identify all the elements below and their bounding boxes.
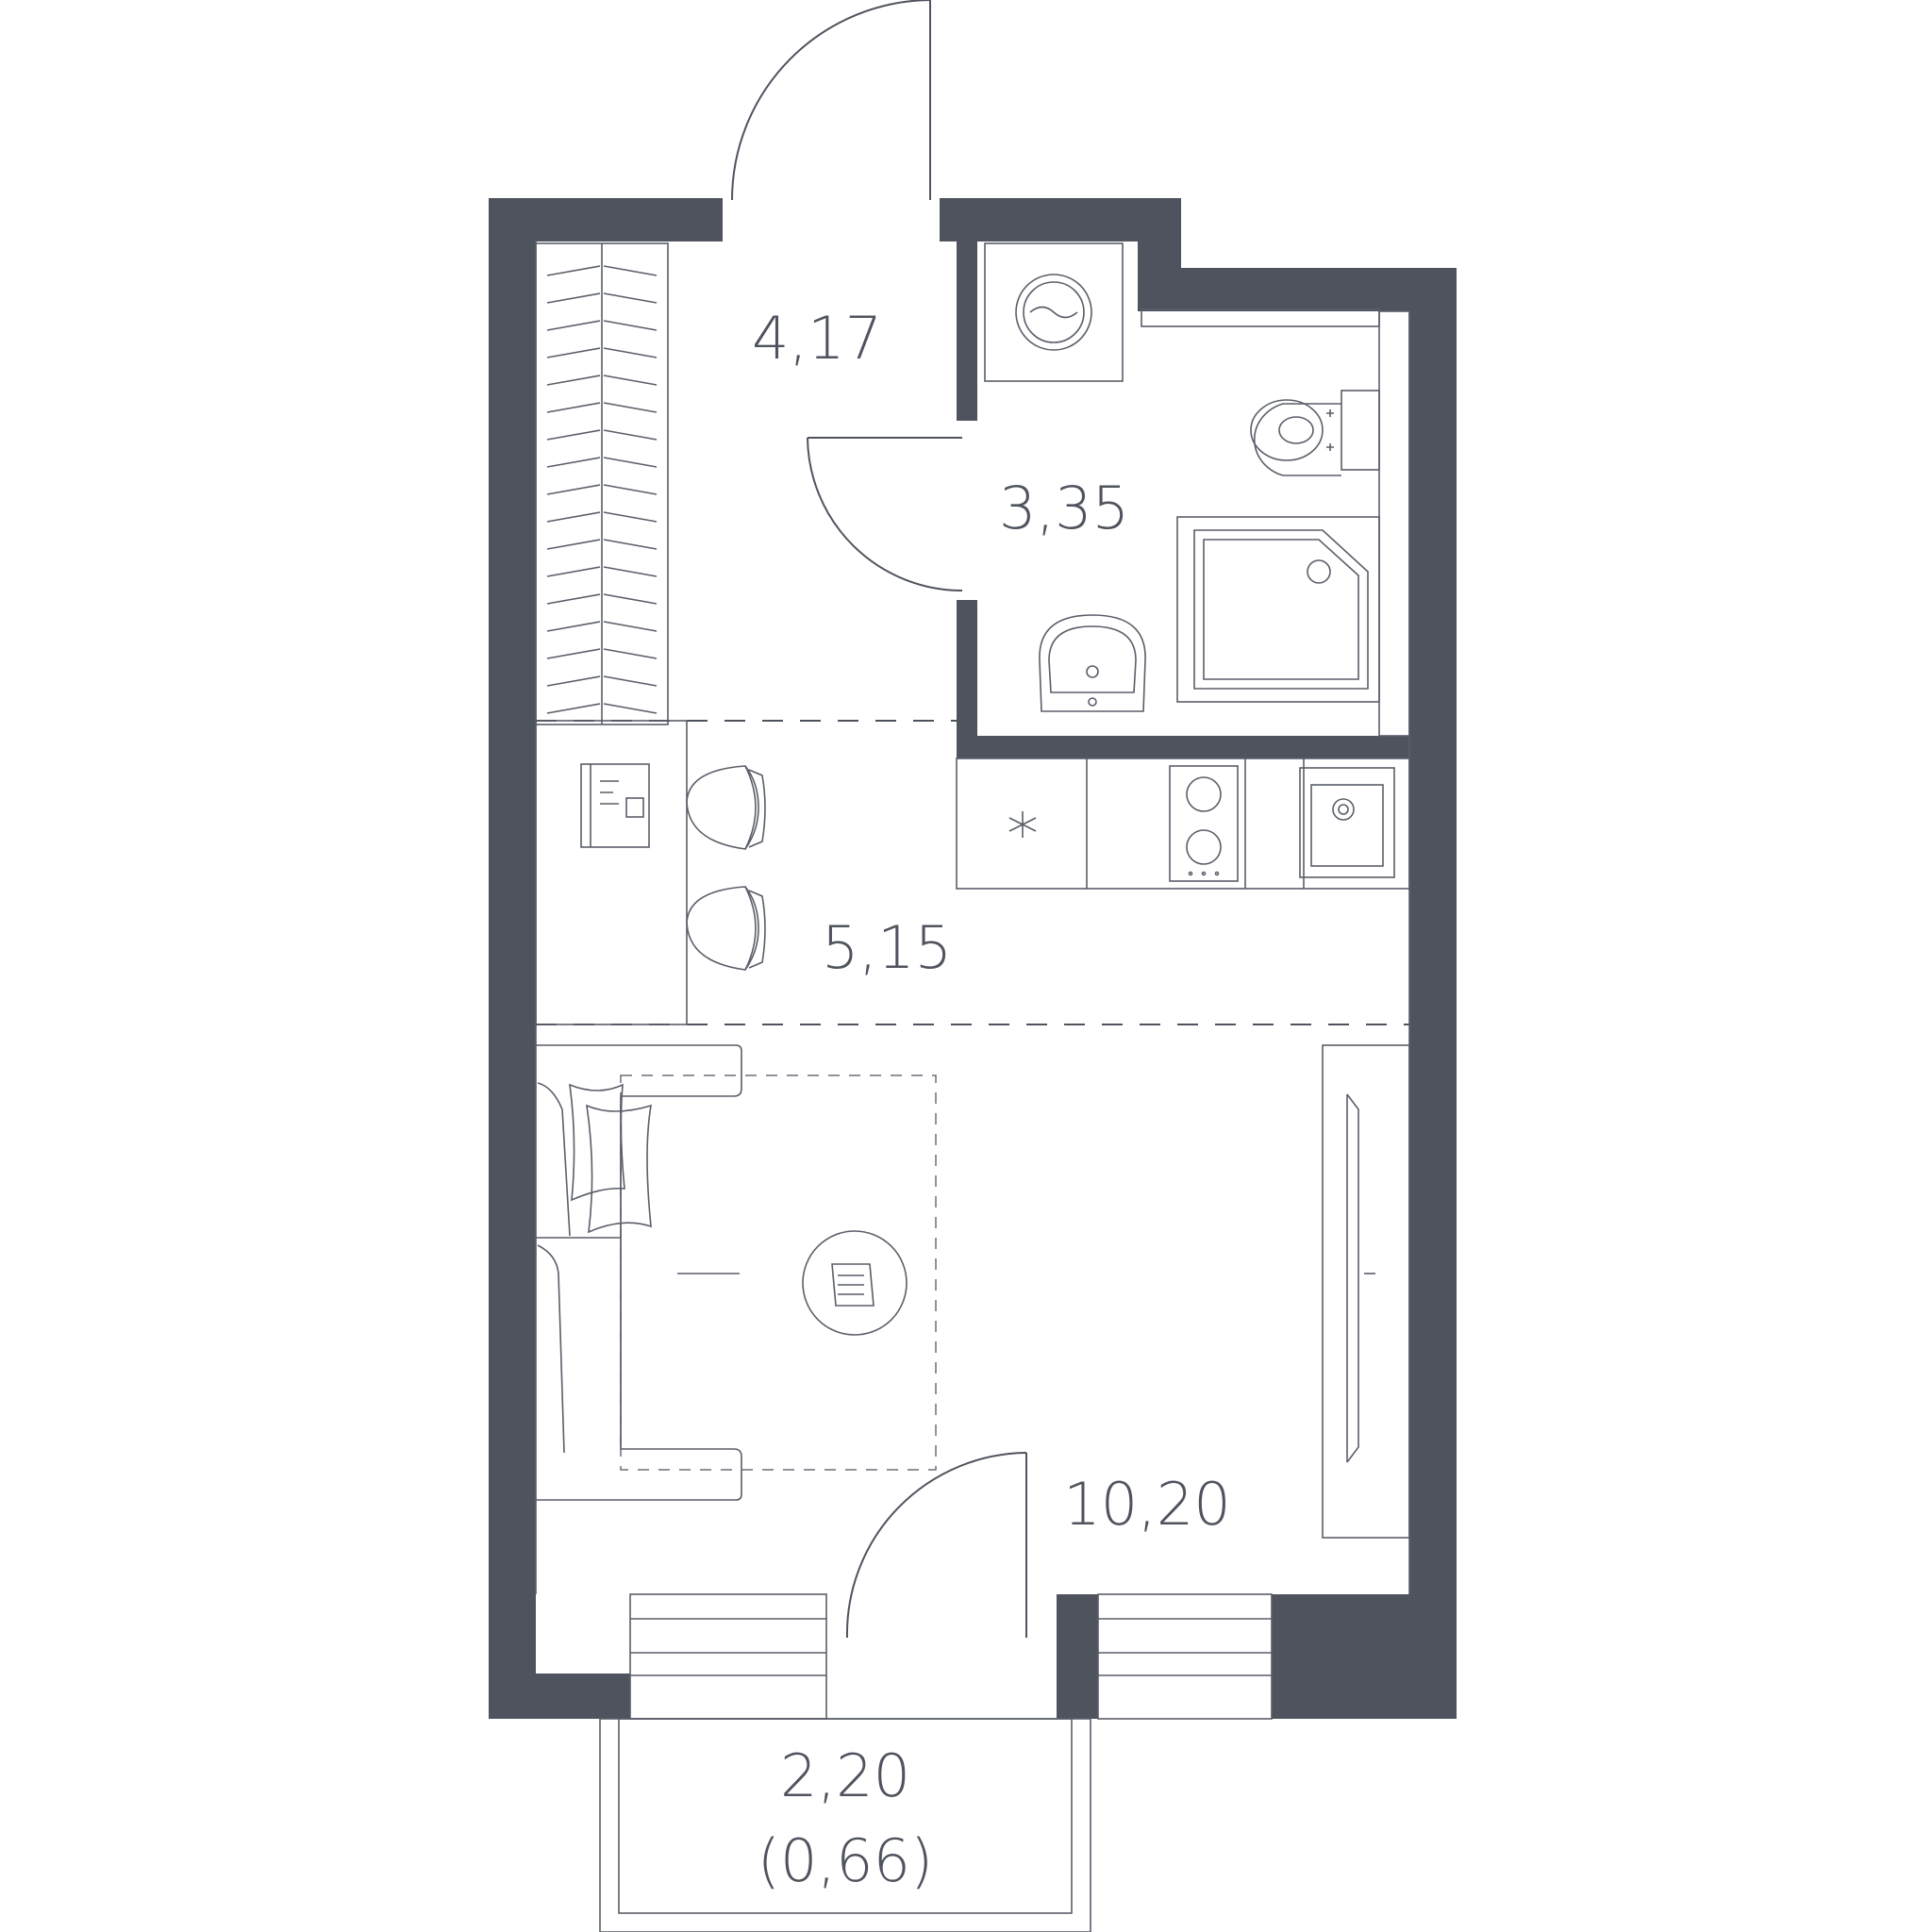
area-label-living: 10,20 [1063,1470,1231,1539]
bathroom-door [807,437,963,591]
shower-tray [1176,516,1380,703]
kitchen-counter [956,758,1410,890]
area-label-kitchen: 5,15 [822,913,952,982]
chair-1 [686,765,766,850]
desk [535,720,688,1025]
zone-separators [536,720,1409,1025]
wardrobe [535,242,669,725]
toilet [1250,390,1380,476]
entrance-door [731,0,931,201]
snowflake-icon [1008,811,1037,838]
balcony [599,1718,1091,1932]
washing-machine [984,242,1124,382]
window-left [629,1593,827,1720]
window-right [1097,1593,1273,1720]
laptop-icon [580,763,650,848]
walls [489,198,1457,1719]
area-label-bathroom: 3,35 [999,474,1129,542]
area-label-hall: 4,17 [752,304,882,373]
coffee-table [677,1230,908,1336]
tv-unit [1322,1044,1410,1539]
sink-bathroom [1039,614,1146,712]
sofa [536,1044,742,1501]
area-label-balcony-reduced: (0,66) [758,1826,933,1895]
wall-outlines [535,242,1410,1594]
chair-2 [686,886,766,971]
rug [620,1074,937,1471]
area-label-balcony: 2,20 [780,1741,910,1810]
balcony-door [845,1452,1027,1639]
